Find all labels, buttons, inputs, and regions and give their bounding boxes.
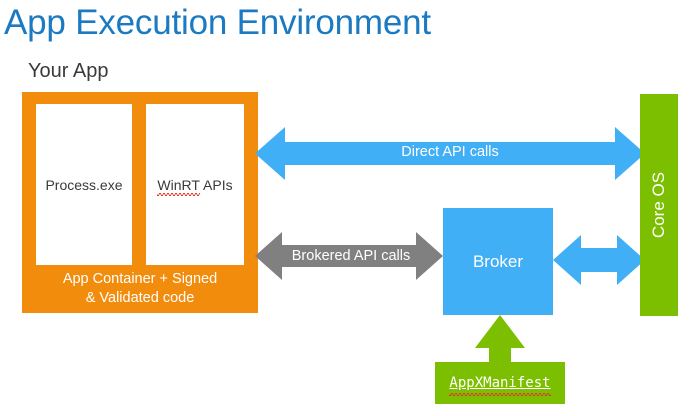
brokered-api-calls-label: Brokered API calls	[291, 248, 411, 264]
manifest-broker-arrow	[475, 315, 525, 365]
app-container-caption-line-2: & Validated code	[85, 290, 195, 306]
winrt-apis-label: WinRT APIs	[157, 176, 233, 196]
core-os-label: Core OS	[649, 171, 668, 239]
app-container-box: Process.exe WinRT APIs App Container + S…	[22, 92, 258, 313]
app-container-caption-line-1: App Container + Signed	[62, 271, 218, 287]
appxmanifest-label: AppXManifest	[449, 375, 551, 396]
core-os-bar: Core OS	[640, 94, 678, 316]
direct-api-calls-label: Direct API calls	[401, 144, 499, 160]
broker-label: Broker	[472, 251, 524, 271]
spellcheck-underline-winrt: WinRT	[157, 176, 200, 196]
app-container-caption: App Container + Signed & Validated code	[22, 270, 258, 308]
winrt-apis-box: WinRT APIs	[146, 104, 244, 265]
winrt-apis-label-rest: APIs	[199, 176, 233, 193]
appxmanifest-box: AppXManifest	[435, 362, 565, 404]
your-app-heading: Your App	[28, 60, 109, 82]
process-exe-box: Process.exe	[36, 104, 132, 265]
process-exe-label: Process.exe	[45, 176, 123, 193]
page-title: App Execution Environment	[4, 3, 431, 42]
broker-box: Broker	[443, 208, 553, 315]
broker-coreos-arrow	[553, 235, 645, 285]
